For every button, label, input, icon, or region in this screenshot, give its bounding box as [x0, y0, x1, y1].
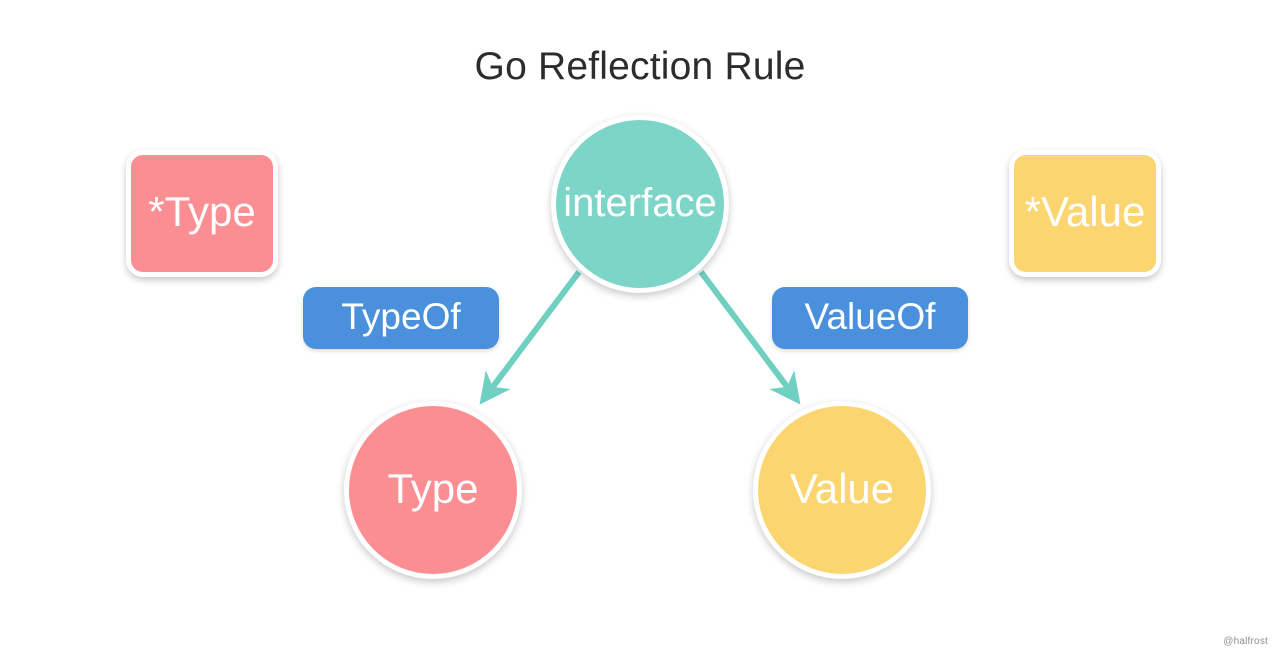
- edge-interface-to-value: [698, 270, 801, 405]
- page-title: Go Reflection Rule: [474, 45, 806, 88]
- node-type-label: Type: [387, 464, 479, 512]
- node-value-pointer-label: *Value: [1024, 188, 1146, 235]
- watermark: @halfrost: [1223, 636, 1268, 647]
- node-valueof[interactable]: ValueOf: [772, 287, 968, 349]
- node-type-pointer-label: *Type: [148, 188, 256, 235]
- node-value-pointer[interactable]: *Value: [1009, 150, 1161, 277]
- node-typeof[interactable]: TypeOf: [303, 287, 499, 349]
- node-value[interactable]: Value: [753, 401, 931, 579]
- node-interface-label: interface: [563, 180, 717, 225]
- node-type[interactable]: Type: [344, 401, 522, 579]
- node-value-label: Value: [789, 464, 895, 512]
- edge-interface-to-type: [479, 270, 582, 405]
- node-valueof-label: ValueOf: [804, 296, 936, 337]
- node-typeof-label: TypeOf: [341, 296, 461, 337]
- node-interface[interactable]: interface: [551, 115, 729, 293]
- node-type-pointer[interactable]: *Type: [126, 150, 278, 277]
